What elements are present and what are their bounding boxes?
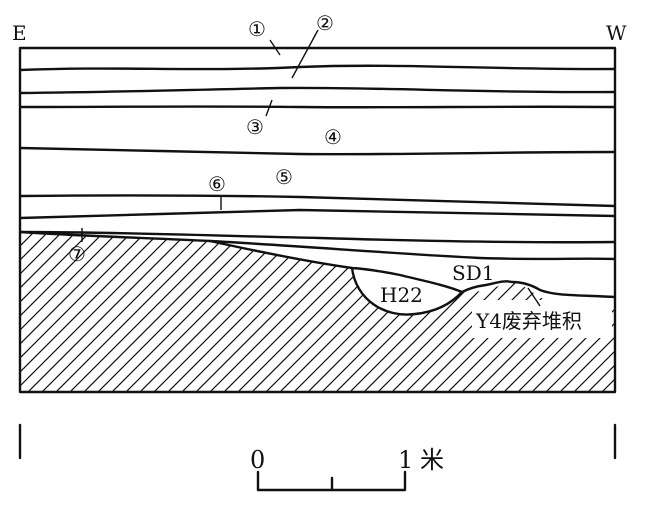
boundary-line-3: [20, 105, 615, 109]
boundary-line-7: [20, 230, 615, 244]
sd1-ditch-outline: [460, 280, 615, 299]
y4-label: Y4废弃堆积: [475, 309, 582, 333]
layer-7-label: ⑦: [68, 242, 86, 266]
east-label: E: [12, 21, 27, 45]
leader-layer-3: [265, 99, 273, 117]
y4-label-background: [472, 300, 612, 338]
section-frame: [18, 46, 617, 394]
scale-start-label: 0: [250, 446, 265, 474]
h22-label: H22: [380, 283, 423, 307]
layer-4-label: ④: [324, 125, 342, 149]
boundary-line-5: [20, 194, 615, 208]
boundary-line-8: [208, 239, 615, 261]
boundary-line-4: [20, 146, 615, 156]
scale-unit-label: 米: [420, 446, 444, 474]
layer-5-label: ⑤: [275, 165, 293, 189]
west-label: W: [606, 21, 627, 45]
boundary-line-2: [20, 86, 615, 95]
scale-end-label: 1: [398, 446, 413, 474]
leader-layer-1: [269, 39, 281, 56]
leader-sd1: [527, 287, 541, 307]
layer-2-label: ②: [316, 11, 334, 35]
layer-3-label: ③: [246, 115, 264, 139]
sd1-label: SD1: [452, 261, 494, 285]
boundary-line-1: [20, 64, 615, 72]
layer-6-label: ⑥: [208, 172, 226, 196]
scale-bar: 0 1 米: [250, 446, 444, 492]
hatched-undisturbed-soil: [20, 232, 615, 392]
boundary-line-6: [20, 208, 615, 220]
leader-layer-2: [291, 29, 319, 79]
layer-1-label: ①: [248, 17, 266, 41]
undisturbed-soil-surface: [20, 230, 354, 270]
